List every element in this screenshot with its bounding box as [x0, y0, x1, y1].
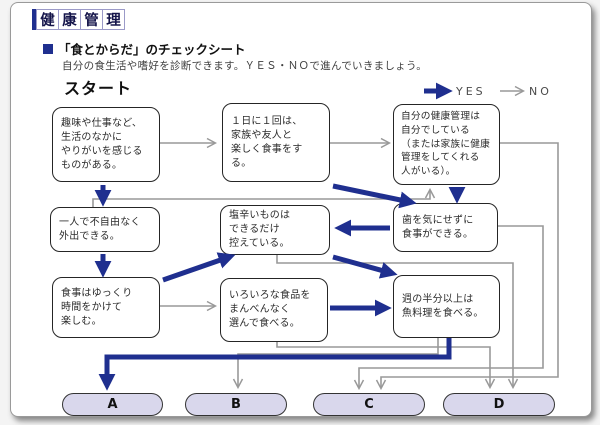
question-box-fish-dishes: 週の半分以上は 魚料理を食べる。: [393, 275, 500, 338]
title-accent-bar: [32, 9, 37, 30]
question-box-go-out-alone: 一人で不自由なく 外出できる。: [50, 207, 160, 252]
question-text: いろいろな食品を まんべんなく 選んで食べる。: [229, 290, 311, 329]
question-box-hobby: 趣味や仕事など、 生活のなかに やりがいを感じる ものがある。: [52, 107, 160, 182]
question-box-avoid-salty: 塩辛いものは できるだけ 控えている。: [220, 205, 330, 255]
result-pill-c: C: [313, 393, 425, 416]
question-text: 自分の健康管理は 自分でしている （または家族に健康 管理をしてくれる 人がいる…: [401, 111, 490, 178]
question-text: 一人で不自由なく 外出できる。: [59, 216, 141, 242]
question-box-eat-slowly: 食事はゆっくり 時間をかけて 楽しむ。: [52, 277, 160, 338]
question-text: １日に１回は、 家族や友人と 楽しく食事をする。: [231, 115, 303, 169]
description-text: 自分の食生活や嗜好を診断できます。ＹＥＳ・ＮＯで進んでいきましょう。: [62, 60, 427, 72]
legend-no-label: NO: [529, 85, 552, 98]
result-label: A: [107, 397, 118, 412]
result-pill-d: D: [443, 393, 555, 416]
result-label: C: [364, 397, 374, 412]
square-bullet-icon: [43, 43, 53, 54]
section-heading-text: 「食とからだ」のチェックシート: [58, 42, 246, 57]
title-char: 健: [36, 9, 59, 30]
question-box-self-health-care: 自分の健康管理は 自分でしている （または家族に健康 管理をしてくれる 人がいる…: [393, 104, 500, 185]
start-label: スタート: [64, 79, 133, 98]
section-heading: 「食とからだ」のチェックシート: [43, 39, 246, 58]
title-char: 管: [80, 9, 103, 30]
title-char: 康: [58, 9, 81, 30]
result-pill-a: A: [62, 393, 163, 416]
question-box-meal-with-family: １日に１回は、 家族や友人と 楽しく食事をする。: [222, 103, 330, 182]
result-pill-b: B: [185, 393, 287, 416]
result-label: B: [231, 397, 241, 412]
result-label: D: [493, 397, 505, 412]
question-box-various-foods: いろいろな食品を まんべんなく 選んで食べる。: [220, 278, 328, 342]
title-char: 理: [102, 9, 125, 30]
question-text: 週の半分以上は 魚料理を食べる。: [402, 293, 484, 319]
question-box-teeth: 歯を気にせずに 食事ができる。: [393, 203, 498, 252]
question-text: 食事はゆっくり 時間をかけて 楽しむ。: [61, 287, 133, 327]
page-title: 健 康 管 理: [32, 9, 125, 30]
question-text: 塩辛いものは できるだけ 控えている。: [229, 210, 291, 249]
legend-yes-label: YES: [456, 85, 486, 98]
question-text: 趣味や仕事など、 生活のなかに やりがいを感じる ものがある。: [61, 117, 143, 171]
question-text: 歯を気にせずに 食事ができる。: [402, 214, 474, 240]
